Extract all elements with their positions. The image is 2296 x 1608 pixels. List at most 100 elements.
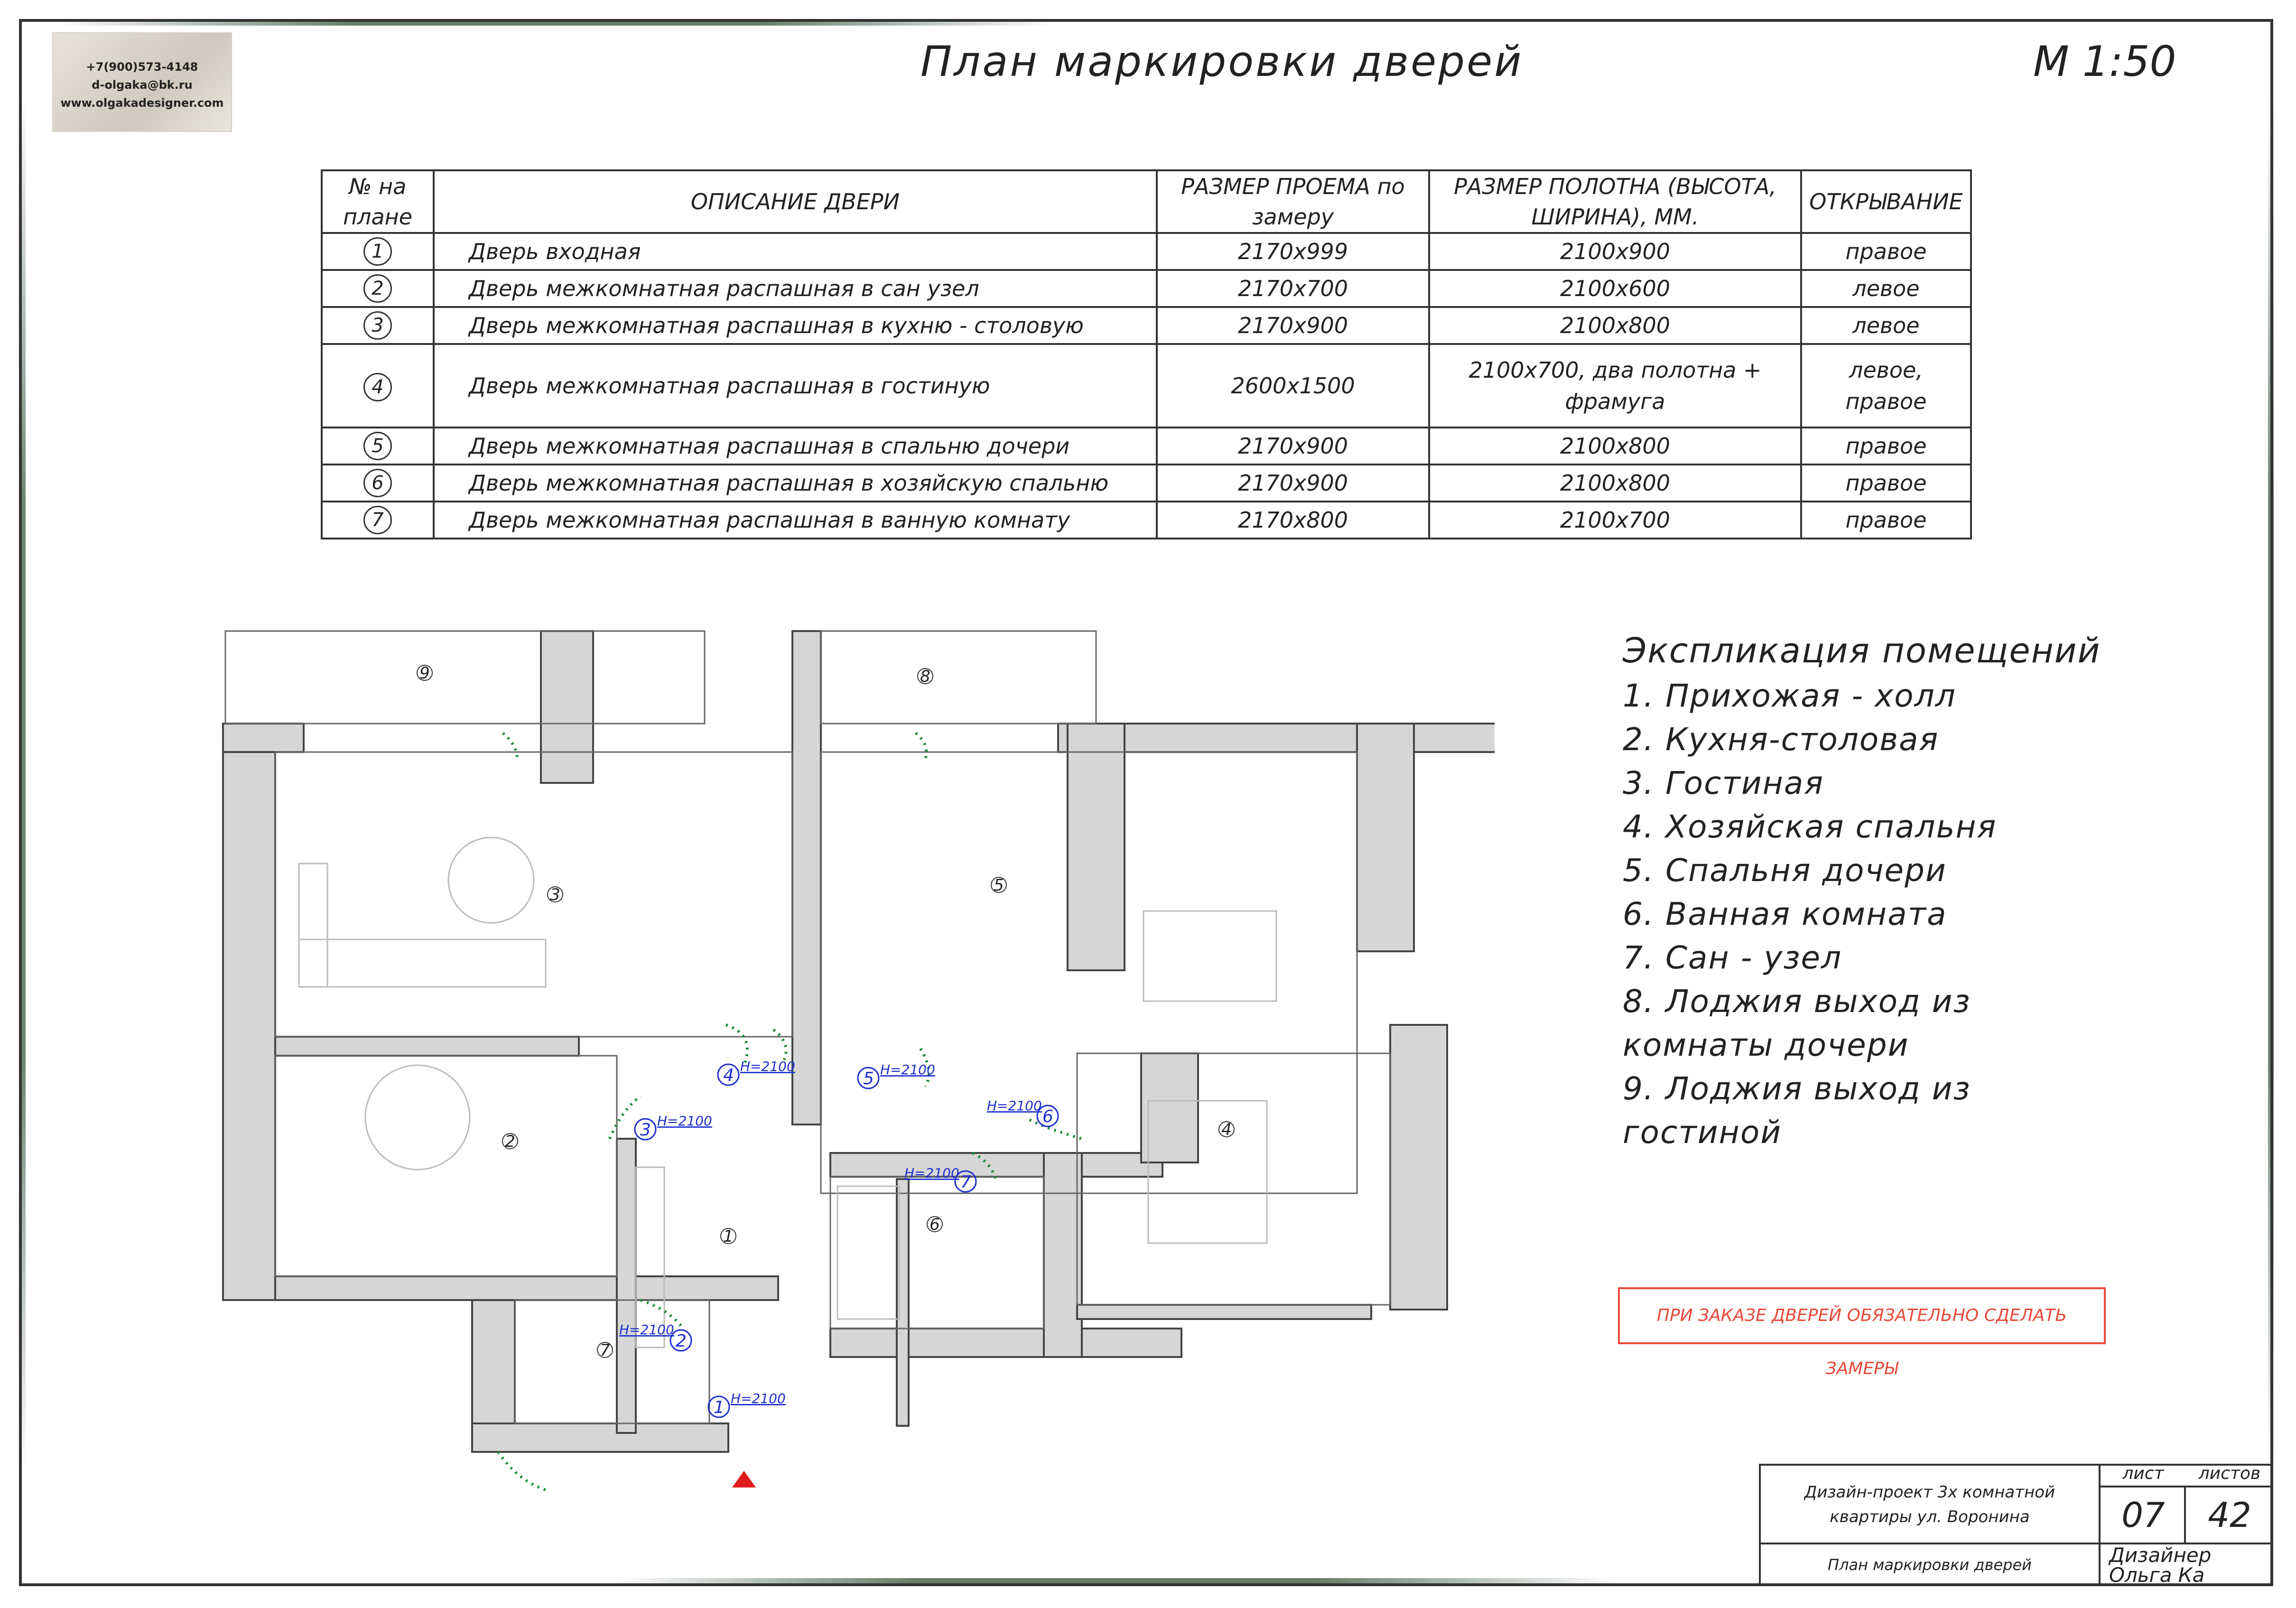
door-leaf: 2100х600 bbox=[1428, 269, 1802, 308]
door-marker-number: 7 bbox=[960, 1172, 971, 1192]
explication-item: 2. Кухня-столовая bbox=[1623, 721, 1939, 758]
door-opening: 2170х900 bbox=[1156, 464, 1430, 502]
door-opening: 2170х999 bbox=[1156, 232, 1430, 271]
door-desc: Дверь межкомнатная распашная в ванную ко… bbox=[433, 501, 1158, 539]
door-marker-number: 3 bbox=[640, 1120, 651, 1140]
door-marker: 4 H=2100 bbox=[717, 1059, 795, 1086]
door-height-label: H=2100 bbox=[987, 1098, 1042, 1114]
door-swing-9 bbox=[502, 732, 519, 760]
door-desc: Дверь межкомнатная распашная в кухню - с… bbox=[433, 306, 1158, 345]
door-desc: Дверь межкомнатная распашная в сан узел bbox=[433, 269, 1158, 308]
explication-item: 7. Сан - узел bbox=[1623, 939, 1842, 976]
wall-bath-east bbox=[1043, 1152, 1083, 1358]
scale-label: М 1:50 bbox=[2033, 37, 2176, 86]
room-label-2: 2 bbox=[505, 1132, 515, 1151]
table-row: 1 Дверь входная 2170х999 2100х900 правое bbox=[321, 232, 1972, 271]
explication-item: комнаты дочери bbox=[1623, 1027, 1909, 1063]
room-label-4: 4 bbox=[1221, 1120, 1232, 1139]
furniture bbox=[298, 837, 1277, 1348]
floor-plan: 9 8 3 5 2 4 1 6 7 1 H=2100 bbox=[222, 630, 1495, 1491]
room-label-8: 8 bbox=[920, 667, 930, 686]
measurement-warning: ПРИ ЗАКАЗЕ ДВЕРЕЙ ОБЯЗАТЕЛЬНО СДЕЛАТЬ ЗА… bbox=[1618, 1287, 2106, 1378]
door-height-label: H=2100 bbox=[904, 1165, 959, 1181]
door-num-badge: 2 bbox=[363, 274, 392, 303]
wall-bedroom-south bbox=[1076, 1304, 1372, 1320]
header-opening: РАЗМЕР ПРОЕМА по замеру bbox=[1156, 169, 1430, 234]
wall-hall-west bbox=[616, 1138, 637, 1434]
stamp-sheet-label: лист bbox=[2122, 1464, 2164, 1483]
stamp-sheets-total: 42 bbox=[2208, 1495, 2251, 1535]
wall-column-1 bbox=[540, 630, 594, 784]
door-num-badge: 6 bbox=[363, 469, 392, 497]
wall-bedroom-west bbox=[1140, 1052, 1199, 1163]
door-swing-4b bbox=[772, 1028, 788, 1064]
explication-item: 5. Спальня дочери bbox=[1623, 852, 1947, 889]
door-leaf: 2100х800 bbox=[1428, 464, 1802, 502]
room-4-outline bbox=[1076, 1052, 1391, 1306]
door-marker: 2 H=2100 bbox=[619, 1322, 692, 1352]
door-num-badge: 3 bbox=[363, 311, 392, 340]
bathtub bbox=[837, 1185, 900, 1320]
wall-south-3 bbox=[829, 1328, 1182, 1358]
door-marker: 7 H=2100 bbox=[904, 1165, 977, 1193]
door-swings bbox=[497, 732, 1082, 1491]
door-desc: Дверь межкомнатная распашная в хозяйскую… bbox=[433, 464, 1158, 502]
door-markers: 1 H=2100 2 H=2100 3 H=2100 4 H=2100 5 bbox=[619, 1059, 1059, 1418]
table-header-row: № на плане ОПИСАНИЕ ДВЕРИ РАЗМЕР ПРОЕМА … bbox=[321, 169, 1972, 234]
room-5-outline bbox=[820, 751, 1358, 1194]
room-label-1: 1 bbox=[723, 1227, 734, 1246]
door-marker-number: 2 bbox=[676, 1331, 687, 1351]
loggia-8 bbox=[820, 630, 1097, 725]
explication-item: 3. Гостиная bbox=[1623, 765, 1824, 801]
sheet-frame bbox=[19, 19, 2273, 1586]
door-desc: Дверь межкомнатная распашная в гостиную bbox=[433, 343, 1158, 428]
door-marker-number: 1 bbox=[714, 1398, 725, 1417]
room-label-3: 3 bbox=[550, 885, 560, 904]
stamp-project: Дизайн-проект 3х комнатной квартиры ул. … bbox=[1804, 1483, 2055, 1526]
page-title: План маркировки дверей bbox=[920, 37, 1524, 86]
table-row: 4 Дверь межкомнатная распашная в гостину… bbox=[321, 343, 1972, 428]
door-swing: правое bbox=[1800, 464, 1972, 502]
door-leaf: 2100х700, два полотна + фрамуга bbox=[1428, 343, 1802, 428]
dining-table bbox=[364, 1064, 471, 1171]
explication-item: 6. Ванная комната bbox=[1623, 896, 1947, 932]
door-marker: 3 H=2100 bbox=[634, 1113, 712, 1141]
door-height-label: H=2100 bbox=[657, 1113, 712, 1129]
room-3-outline bbox=[274, 751, 793, 1038]
explication-item: 8. Лоджия выход из bbox=[1623, 983, 1971, 1020]
room-label-5: 5 bbox=[994, 876, 1004, 895]
door-swing: правое bbox=[1800, 427, 1972, 465]
door-swing: левое bbox=[1800, 269, 1972, 308]
door-opening: 2170х900 bbox=[1156, 306, 1430, 345]
table-row: 7 Дверь межкомнатная распашная в ванную … bbox=[321, 501, 1972, 539]
door-swing: правое bbox=[1800, 501, 1972, 539]
door-swing-3 bbox=[608, 1095, 641, 1140]
bottom-gradient-bar bbox=[617, 1578, 1613, 1585]
wall-north-east bbox=[1057, 723, 1495, 753]
header-num: № на плане bbox=[321, 169, 435, 234]
wall-center bbox=[791, 630, 822, 1125]
door-leaf: 2100х700 bbox=[1428, 501, 1802, 539]
header-swing: ОТКРЫВАНИЕ bbox=[1800, 169, 1972, 234]
table-row: 5 Дверь межкомнатная распашная в спальню… bbox=[321, 427, 1972, 465]
door-desc: Дверь межкомнатная распашная в спальню д… bbox=[433, 427, 1158, 465]
room-label-6: 6 bbox=[930, 1215, 940, 1234]
wall-nw bbox=[222, 723, 305, 753]
sofa bbox=[298, 939, 547, 988]
door-leaf: 2100х800 bbox=[1428, 427, 1802, 465]
bed-daughter bbox=[1143, 910, 1277, 1002]
room-labels: 9 8 3 5 2 4 1 6 7 bbox=[417, 664, 1235, 1360]
door-num-badge: 5 bbox=[363, 432, 392, 460]
door-marker: 5 H=2100 bbox=[857, 1062, 935, 1089]
door-marker: 1 H=2100 bbox=[707, 1391, 786, 1418]
explication-item: 1. Прихожая - холл bbox=[1623, 678, 1956, 714]
title-block: Дизайн-проект 3х комнатной квартиры ул. … bbox=[1759, 1464, 2273, 1586]
stamp-designer-label: Дизайнер bbox=[2109, 1543, 2212, 1567]
wall-south-1 bbox=[274, 1275, 779, 1301]
door-swing: левое bbox=[1800, 306, 1972, 345]
stamp-designer-cell bbox=[2099, 1543, 2273, 1586]
header-leaf: РАЗМЕР ПОЛОТНА (ВЫСОТА, ШИРИНА), ММ. bbox=[1428, 169, 1802, 234]
hall-wardrobe bbox=[635, 1166, 665, 1348]
door-leaf: 2100х800 bbox=[1428, 306, 1802, 345]
